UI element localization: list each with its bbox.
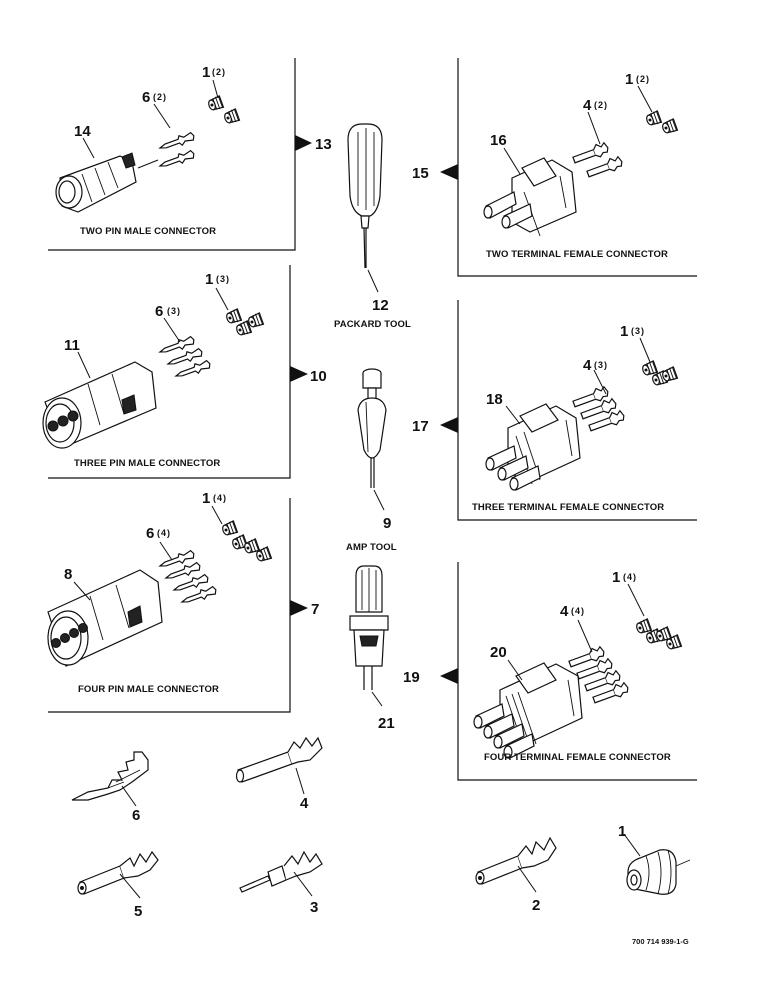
part-callout: 3 bbox=[310, 899, 318, 916]
seal-callout: 1 bbox=[620, 323, 628, 340]
seal-callout: 1 bbox=[612, 569, 620, 586]
amp-tool-label: AMP TOOL bbox=[346, 542, 397, 553]
panel-caption: THREE PIN MALE CONNECTOR bbox=[74, 458, 220, 469]
seal-qty: (3) bbox=[216, 274, 230, 284]
extractor-tool: 21 bbox=[349, 565, 395, 732]
pointer-arrow bbox=[290, 600, 308, 616]
part-callout: 2 bbox=[532, 897, 540, 914]
panel-three-terminal-female: 18 4 (3) 1 (3) THREE TERMINAL FEMALE CON… bbox=[412, 300, 697, 521]
connector-body bbox=[47, 569, 163, 667]
terminal-qty: (2) bbox=[153, 92, 167, 102]
panel-border bbox=[457, 562, 697, 781]
panel-border bbox=[457, 58, 697, 277]
panel-four-terminal-female: 20 4 (4) 1 (4) FOUR TERMINAL FEMALE CONN… bbox=[403, 562, 697, 781]
terminal-qty: (3) bbox=[594, 360, 608, 370]
panel-border bbox=[457, 300, 697, 521]
packard-tool-label: PACKARD TOOL bbox=[334, 319, 411, 330]
connector-callout: 16 bbox=[490, 132, 507, 149]
panel-border bbox=[48, 498, 291, 713]
terminal-qty: (4) bbox=[571, 606, 585, 616]
connector-callout: 8 bbox=[64, 566, 72, 583]
terminal-part-2: 2 bbox=[475, 836, 557, 914]
seal-qty: (2) bbox=[212, 67, 226, 77]
panel-caption: THREE TERMINAL FEMALE CONNECTOR bbox=[472, 502, 664, 513]
panel-caption: FOUR PIN MALE CONNECTOR bbox=[78, 684, 219, 695]
pointer-callout: 7 bbox=[311, 601, 319, 618]
pointer-arrow bbox=[290, 366, 308, 382]
pointer-arrow bbox=[295, 135, 312, 151]
part-callout: 1 bbox=[618, 823, 626, 840]
pointer-callout: 13 bbox=[315, 136, 332, 153]
panel-two-terminal-female: 16 4 (2) 1 (2) TWO TERMINAL FEMALE CONNE… bbox=[412, 58, 697, 277]
panel-two-pin-male: 14 6 (2) 1 (2) TWO PIN MALE CONNECTOR 13 bbox=[48, 58, 332, 251]
amp-tool-callout: 9 bbox=[383, 515, 391, 532]
terminal-callout: 4 bbox=[583, 357, 592, 374]
connector-callout: 20 bbox=[490, 644, 507, 661]
terminal-qty: (3) bbox=[167, 306, 181, 316]
pointer-callout: 10 bbox=[310, 368, 327, 385]
terminal-callout: 6 bbox=[146, 525, 154, 542]
pointer-arrow bbox=[440, 668, 458, 684]
panel-caption: FOUR TERMINAL FEMALE CONNECTOR bbox=[484, 752, 671, 763]
pointer-arrow bbox=[440, 417, 458, 433]
panel-caption: TWO PIN MALE CONNECTOR bbox=[80, 226, 216, 237]
terminal-part-3: 3 bbox=[239, 850, 323, 916]
male-terminal-part: 6 bbox=[71, 751, 149, 824]
seal-qty: (4) bbox=[623, 572, 637, 582]
seal-callout: 1 bbox=[205, 271, 213, 288]
pointer-callout: 19 bbox=[403, 669, 420, 686]
terminal-callout: 6 bbox=[142, 89, 150, 106]
connector-body bbox=[55, 152, 137, 213]
terminal-callout: 6 bbox=[155, 303, 163, 320]
seal-callout: 1 bbox=[202, 64, 210, 81]
connector-callout: 11 bbox=[64, 337, 80, 354]
part-callout: 6 bbox=[132, 807, 140, 824]
pointer-arrow bbox=[440, 164, 458, 180]
connector-body bbox=[42, 361, 157, 449]
connector-body bbox=[473, 662, 583, 759]
panel-border bbox=[48, 58, 296, 251]
packard-tool: 12 PACKARD TOOL bbox=[334, 123, 411, 330]
panel-four-pin-male: 8 6 (4) 1 (4) FOUR PIN MALE CONNECTOR 7 bbox=[47, 490, 319, 713]
terminal-part-5: 5 bbox=[77, 850, 159, 920]
terminal-qty: (4) bbox=[157, 528, 171, 538]
terminal-qty: (2) bbox=[594, 100, 608, 110]
pointer-callout: 15 bbox=[412, 165, 429, 182]
seal-callout: 1 bbox=[625, 71, 633, 88]
seal-callout: 1 bbox=[202, 490, 210, 507]
amp-tool: 9 AMP TOOL bbox=[346, 368, 397, 553]
terminal-callout: 4 bbox=[560, 603, 569, 620]
connector-callout: 18 bbox=[486, 391, 503, 408]
part-callout: 4 bbox=[300, 795, 309, 812]
panel-border bbox=[48, 265, 291, 479]
female-terminal-part: 4 bbox=[235, 736, 323, 812]
seal-qty: (3) bbox=[631, 326, 645, 336]
connector-callout: 14 bbox=[74, 123, 91, 140]
connector-body bbox=[483, 157, 577, 237]
connector-body bbox=[485, 403, 581, 491]
panel-three-pin-male: 11 6 (3) 1 (3) THREE PIN MALE CONNECTOR … bbox=[42, 265, 327, 479]
seal-qty: (2) bbox=[636, 74, 650, 84]
seal-part: 1 bbox=[618, 823, 691, 895]
figure-reference: 700 714 939-1-G bbox=[632, 937, 689, 946]
extractor-tool-callout: 21 bbox=[378, 715, 395, 732]
part-callout: 5 bbox=[134, 903, 142, 920]
pointer-callout: 17 bbox=[412, 418, 429, 435]
packard-tool-callout: 12 bbox=[372, 297, 389, 314]
seal-qty: (4) bbox=[213, 493, 227, 503]
panel-caption: TWO TERMINAL FEMALE CONNECTOR bbox=[486, 249, 668, 260]
terminal-callout: 4 bbox=[583, 97, 592, 114]
